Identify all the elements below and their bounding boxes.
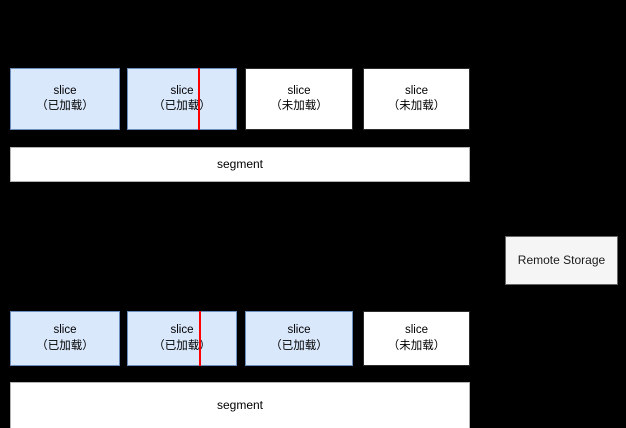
slice-box-top-2[interactable]: slice （已加载） [127,68,237,130]
slice-box-top-3[interactable]: slice （未加载） [245,68,353,130]
slice-box-bottom-3[interactable]: slice （已加载） [245,311,353,366]
remote-storage-box[interactable]: Remote Storage [505,236,618,285]
slice-box-top-4[interactable]: slice （未加载） [363,68,470,130]
slice-title: slice [287,84,311,97]
slice-title: slice [53,324,77,337]
remote-storage-label: Remote Storage [517,252,606,267]
slice-state: （未加载） [387,339,446,352]
slice-title: slice [404,324,428,337]
read-position-divider-bottom [199,311,201,366]
segment-bar-top[interactable]: segment [10,147,470,182]
slice-state: （未加载） [270,100,328,112]
slice-title: slice [287,324,311,337]
segment-bar-bottom[interactable]: segment [10,382,470,428]
slice-state: （已加载） [36,100,94,112]
slice-title: slice [170,324,194,337]
slice-state: （已加载） [153,100,211,112]
slice-state: （已加载） [270,339,328,352]
slice-box-bottom-1[interactable]: slice （已加载） [10,311,120,366]
segment-label: segment [216,156,264,171]
slice-title: slice [404,84,428,97]
slice-title: slice [170,84,194,97]
slice-box-top-1[interactable]: slice （已加载） [10,68,120,130]
slice-title: slice [53,84,77,97]
slice-state: （已加载） [153,339,211,352]
slice-state: （已加载） [36,339,94,352]
slice-box-bottom-4[interactable]: slice （未加载） [363,311,470,366]
slice-state: （未加载） [387,100,446,112]
segment-label: segment [216,398,264,413]
slice-box-bottom-2[interactable]: slice （已加载） [127,311,237,366]
read-position-divider-top [198,68,200,130]
